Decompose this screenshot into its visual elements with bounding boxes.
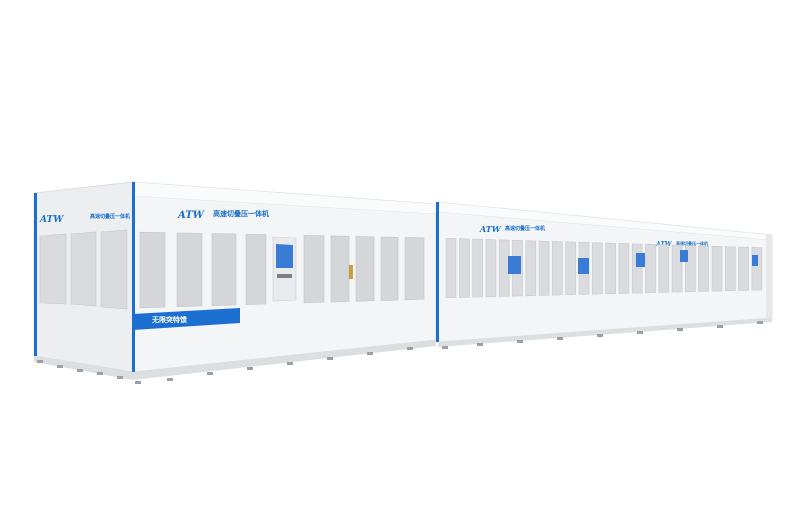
leveling-foot-icon: [167, 378, 173, 381]
leveling-feet: [37, 321, 763, 384]
door-window: [738, 246, 749, 291]
left-side-window-3: [100, 229, 128, 310]
left-door-windows: [139, 231, 425, 309]
door-window: [485, 239, 497, 298]
door-window: [211, 233, 237, 306]
touch-screen-icon: [680, 250, 688, 262]
leveling-foot-icon: [207, 372, 213, 375]
door-window: [711, 245, 723, 292]
left-side-brand: ATW: [39, 215, 64, 225]
left-side-window-1: [39, 233, 67, 305]
touch-screen-icon: [636, 253, 645, 267]
right-front-label-2: 高速切叠压一体机: [676, 240, 708, 246]
door-window: [355, 236, 375, 302]
leveling-foot-icon: [57, 365, 63, 368]
left-side-window-2: [70, 231, 97, 307]
door-window: [445, 237, 457, 299]
touch-screen-icon: [578, 258, 589, 274]
leveling-foot-icon: [367, 352, 373, 355]
left-panel-buttons: [277, 274, 292, 278]
right-front-brand: ATW: [479, 224, 502, 234]
leveling-foot-icon: [37, 360, 43, 363]
touch-screen-icon: [276, 244, 293, 268]
leveling-foot-icon: [757, 321, 763, 324]
leveling-foot-icon: [77, 369, 83, 372]
door-window: [751, 247, 763, 291]
door-window: [658, 244, 670, 293]
right-machine-base: [438, 318, 772, 347]
door-window: [565, 241, 577, 296]
door-window: [671, 244, 683, 293]
left-corner-blue-edge: [132, 182, 135, 372]
right-machine: ATW 高速切叠压一体机 ATW 高速切叠压一体机: [436, 201, 773, 347]
door-window: [303, 235, 325, 304]
leveling-foot-icon: [517, 340, 523, 343]
door-window: [139, 231, 166, 309]
right-machine-end-face: [766, 234, 772, 319]
touch-screen-icon: [752, 255, 758, 266]
touch-screen-icon: [508, 256, 521, 274]
door-window: [380, 236, 399, 301]
leveling-foot-icon: [247, 367, 253, 370]
leveling-foot-icon: [327, 357, 333, 360]
door-window: [330, 235, 350, 303]
leveling-foot-icon: [287, 362, 293, 365]
door-window: [404, 237, 425, 301]
door-window: [458, 238, 470, 298]
leveling-foot-icon: [477, 343, 483, 346]
door-window: [176, 232, 203, 307]
leveling-foot-icon: [637, 331, 643, 334]
door-window: [552, 241, 563, 296]
leveling-foot-icon: [557, 337, 563, 340]
door-window: [698, 245, 710, 292]
door-window: [724, 246, 736, 292]
leveling-foot-icon: [677, 328, 683, 331]
door-window: [525, 240, 537, 297]
door-window: [605, 242, 616, 295]
leveling-foot-icon: [597, 334, 603, 337]
door-window: [645, 243, 656, 294]
door-window: [472, 238, 483, 298]
leveling-foot-icon: [97, 372, 103, 375]
door-window: [631, 243, 643, 294]
leveling-foot-icon: [442, 346, 448, 349]
left-tagline-text: 无限突特馈: [151, 315, 187, 324]
left-front-label: 高速切叠压一体机: [213, 209, 269, 218]
left-tagline-banner: [133, 308, 240, 330]
left-side-label: 高速切叠压一体机: [90, 213, 130, 220]
door-window: [245, 233, 267, 305]
door-window: [538, 240, 550, 296]
leveling-foot-icon: [117, 376, 123, 379]
left-front-brand: ATW: [177, 210, 206, 221]
left-side-blue-edge: [34, 193, 37, 356]
left-machine: ATW 高速切叠压一体机 ATW 高速切叠压一体机 无限突特馈: [33, 181, 437, 380]
leveling-foot-icon: [135, 381, 141, 384]
door-window: [618, 243, 630, 294]
leveling-foot-icon: [407, 347, 413, 350]
leveling-foot-icon: [717, 325, 723, 328]
door-window: [591, 242, 603, 295]
right-front-label: 高速切叠压一体机: [505, 225, 545, 232]
door-window: [498, 239, 510, 297]
status-light-icon: [349, 265, 353, 279]
right-corner-blue-edge: [436, 202, 439, 342]
right-door-windows: [445, 237, 763, 299]
